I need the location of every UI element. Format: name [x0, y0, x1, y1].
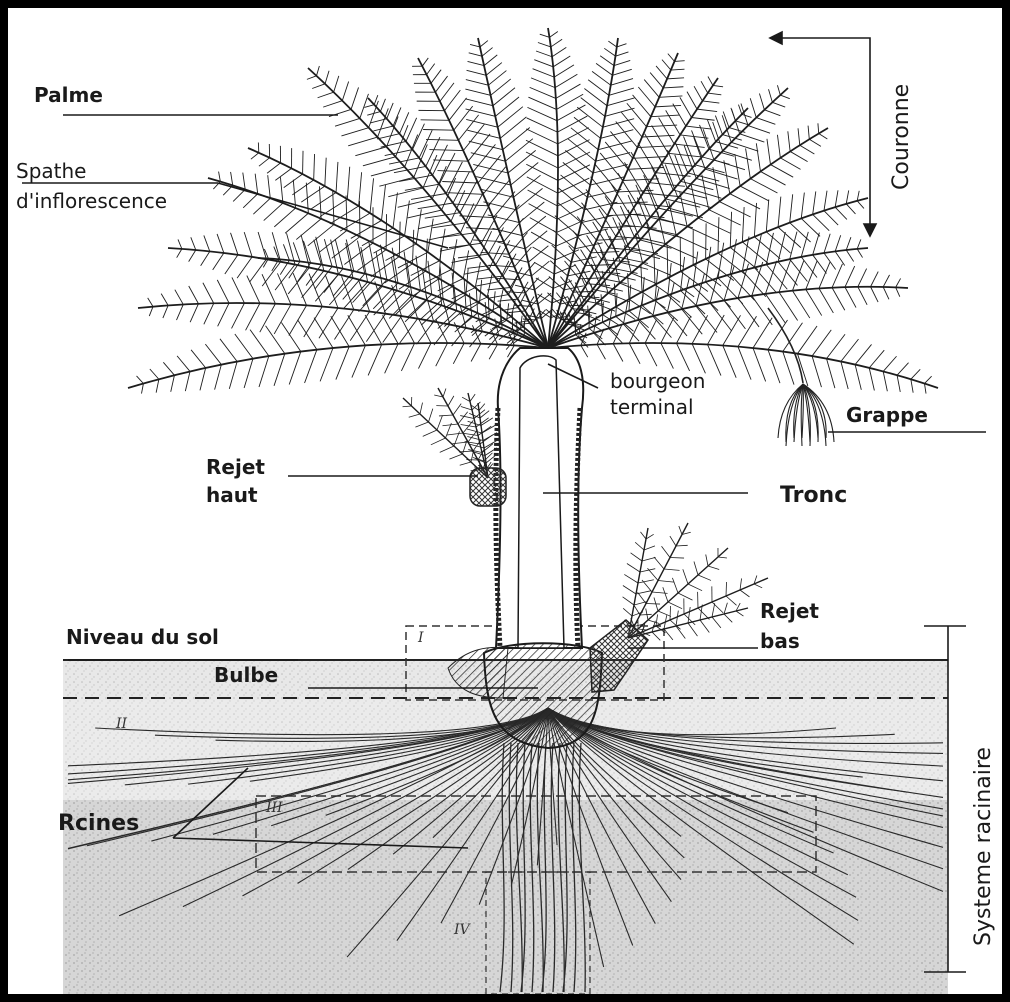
label-bourgeon-line1: bourgeon — [610, 370, 705, 392]
zone-label-i: I — [418, 630, 424, 646]
label-rejet-haut-line1: Rejet — [206, 456, 265, 478]
label-rejet-haut-line2: haut — [206, 484, 258, 506]
label-grappe: Grappe — [846, 404, 928, 426]
trunk — [496, 348, 583, 648]
label-spathe-line2: d'inflorescence — [16, 190, 167, 212]
label-couronne: Couronne — [890, 84, 914, 190]
label-rejet-bas-line2: bas — [760, 630, 800, 652]
zone-label-ii: II — [116, 716, 127, 732]
label-systeme-racinaire: Systeme racinaire — [972, 747, 996, 946]
label-bourgeon-line2: terminal — [610, 396, 694, 418]
date-palm-diagram — [8, 8, 1002, 994]
label-bulbe: Bulbe — [214, 664, 278, 686]
label-palme: Palme — [34, 84, 103, 106]
label-spathe-line1: Spathe — [16, 160, 86, 182]
label-niveau-du-sol: Niveau du sol — [66, 626, 219, 648]
rejet-haut-offshoot — [470, 468, 506, 506]
zone-label-iii: III — [266, 800, 283, 816]
label-tronc: Tronc — [780, 484, 847, 508]
label-rejet-bas-line1: Rejet — [760, 600, 819, 622]
zone-label-iv: IV — [454, 922, 470, 938]
label-racines: Rcines — [58, 812, 139, 836]
